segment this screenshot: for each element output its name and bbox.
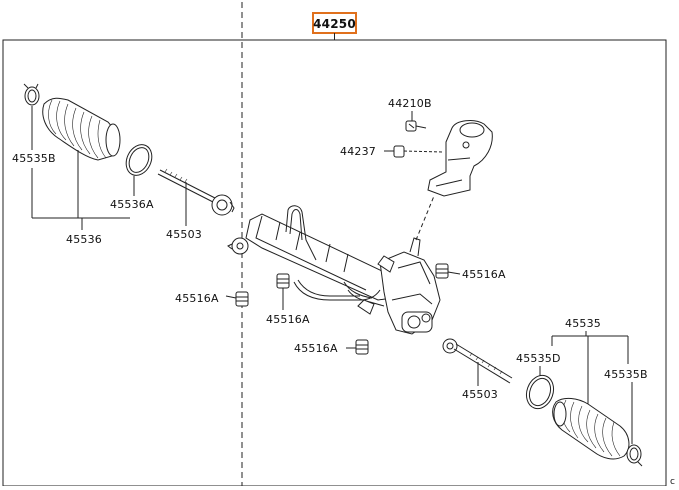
valve-housing-top [427, 120, 493, 197]
tie-rod-left [157, 168, 235, 216]
bushing-bottom [355, 339, 369, 355]
steering-rack-assembly [227, 195, 441, 335]
label-45535b-left[interactable]: 45535B [12, 152, 56, 165]
boot-right [552, 397, 630, 460]
corner-mark: c [670, 477, 675, 486]
nut-44237 [393, 145, 405, 158]
label-45503-right[interactable]: 45503 [462, 388, 498, 401]
label-45536a[interactable]: 45536A [110, 198, 154, 211]
bushing-right [435, 263, 449, 279]
label-45516a-right[interactable]: 45516A [462, 268, 506, 281]
bushing-left [235, 291, 249, 307]
leader-45516a-left [225, 295, 237, 299]
boot-clamp-right [626, 444, 643, 467]
label-45516a-middle[interactable]: 45516A [266, 313, 310, 326]
boot-left [42, 97, 121, 161]
bushing-middle [276, 273, 290, 289]
label-45516a-bottom[interactable]: 45516A [294, 342, 338, 355]
ring-right [525, 374, 555, 410]
tie-rod-right [442, 338, 513, 384]
label-45536[interactable]: 45536 [66, 233, 102, 246]
ring-left [125, 144, 153, 176]
label-45535[interactable]: 45535 [565, 317, 601, 330]
label-45516a-left[interactable]: 45516A [175, 292, 219, 305]
label-44237[interactable]: 44237 [340, 145, 376, 158]
main-assembly-label-group[interactable]: 44250 [312, 12, 357, 40]
label-44210b[interactable]: 44210B [388, 97, 432, 110]
boot-clamp-left [23, 83, 40, 106]
main-assembly-label[interactable]: 44250 [313, 17, 356, 31]
label-45535b-right[interactable]: 45535B [604, 368, 648, 381]
label-45535d[interactable]: 45535D [516, 352, 561, 365]
label-45503-left[interactable]: 45503 [166, 228, 202, 241]
